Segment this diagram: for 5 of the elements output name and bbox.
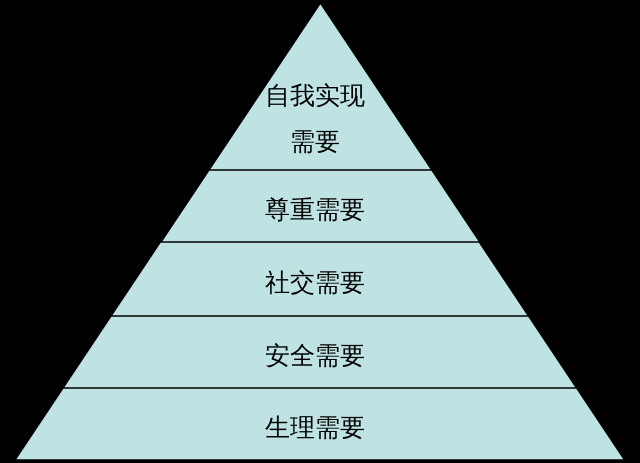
level-label: 尊重需要: [264, 194, 366, 226]
level-label: 生理需要: [264, 412, 366, 444]
level-label: 自我实现需要: [264, 80, 366, 158]
level-label: 安全需要: [264, 340, 366, 372]
level-label: 社交需要: [264, 267, 366, 299]
